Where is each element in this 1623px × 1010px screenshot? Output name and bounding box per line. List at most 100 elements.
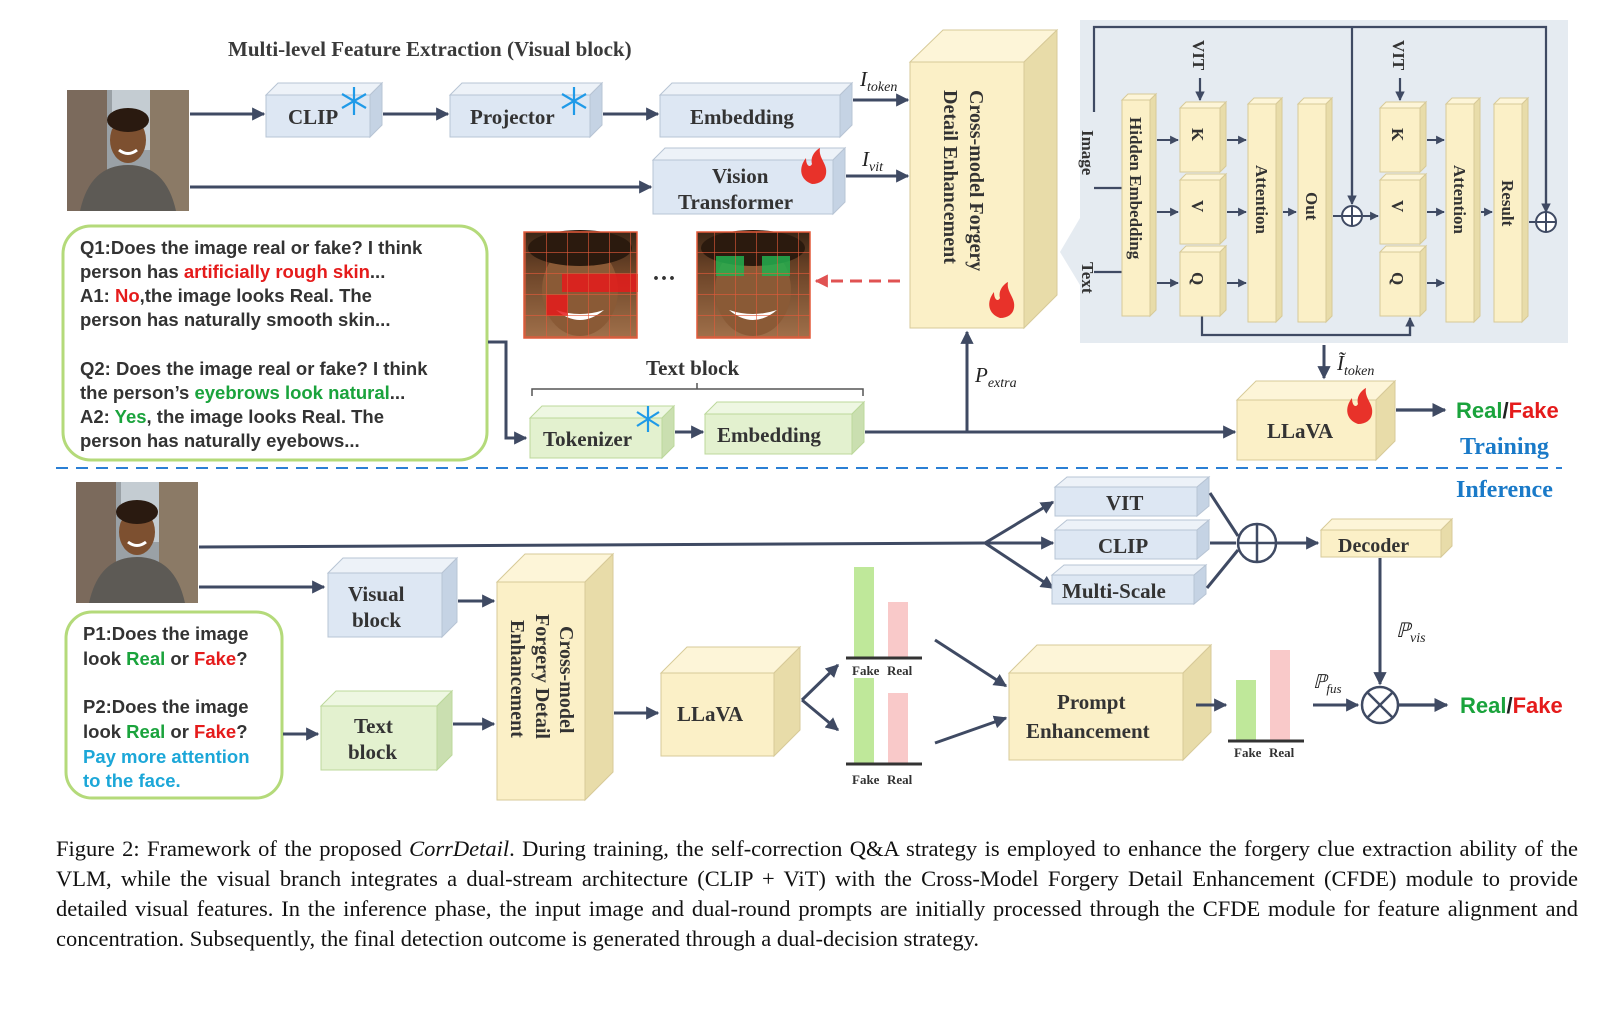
v-label: V [1388,200,1407,213]
bar-label-fake: Fake [852,663,880,678]
tokenizer-box: Tokenizer [528,404,676,460]
output-real-fake-top: Real/Fake [1456,398,1559,423]
cfde-line2: Detail Enhancement [939,90,961,264]
llava-box-bottom: LLaVA [659,645,802,758]
cfde-block-bottom: Cross-model Forgery Detail Enhancement [495,552,615,802]
prompt-enh-label-1: Prompt [1057,690,1125,714]
hidden-embedding-label: Hidden Embedding [1126,117,1145,260]
prompts-box [64,610,284,800]
clip-label: CLIP [288,105,338,129]
multiscale-label: Multi-Scale [1062,579,1166,603]
qa-box [61,224,489,462]
text-block-label-2: block [348,740,397,764]
bar-fake [854,678,874,763]
q1-line1: Q1:Does the image real or fake? I think [80,237,423,258]
output-real-fake-bottom: Real/Fake [1460,693,1563,718]
image-input-label: Image [1078,130,1097,176]
k-label: K [1388,128,1407,142]
inference-label: Inference [1456,477,1553,503]
framework-diagram: Multi-level Feature Extraction (Visual b… [56,20,1568,802]
decoder-box: Decoder [1319,517,1454,559]
bar-real [1270,650,1290,740]
snowflake-icon [561,87,587,115]
flame-icon [989,282,1015,318]
attention-label-left: Attention [1252,165,1271,234]
embedding-box-visual: Embedding [658,81,854,139]
a1-line2: person has naturally smooth skin... [80,309,390,330]
cfde-b-line3: Enhancement [506,620,528,738]
text-block-label-1: Text [354,714,393,738]
p2-line1: P2:Does the image [83,696,249,717]
flame-icon [801,148,827,184]
figure-caption: Figure 2: Framework of the proposed Corr… [56,834,1578,954]
ellipsis: ··· [652,266,676,292]
attention-panel: Image Text Hidden Embedding VIT VIT K V … [1060,20,1568,343]
bar-labels: Fake Real Fake Real Fake Real [852,663,1295,787]
out-label: Out [1302,192,1321,221]
p1-line1: P1:Does the image [83,623,249,644]
decoder-label: Decoder [1338,535,1409,557]
bar-real [888,693,908,763]
bar-label-fake: Fake [1234,745,1262,760]
bar-fake [854,567,874,657]
transformer-label: Transformer [678,190,793,214]
mfe-title: Multi-level Feature Extraction (Visual b… [228,37,632,61]
p1-line2: look Real or Fake? [83,648,248,669]
visual-block-box: Visual block [326,556,459,639]
training-label: Training [1460,434,1549,460]
embedding-label-text: Embedding [717,423,821,447]
caption-prefix: Figure 2: Framework of the proposed [56,836,410,861]
q2-line2: the person’s eyebrows look natural... [80,382,405,403]
prompt-enhancement-box: Prompt Enhancement [1007,643,1213,762]
v-label: V [1188,200,1207,213]
i-token-label: Itoken [859,67,897,95]
bar-label-real: Real [887,772,913,787]
projector-label: Projector [470,105,555,129]
clip-box-inference: CLIP [1053,518,1211,561]
multiscale-box: Multi-Scale [1050,563,1208,606]
embedding-box-text: Embedding [703,400,866,456]
vit-box-inference: VIT [1053,475,1211,518]
vision-label: Vision [712,164,769,188]
a2-line2: person has naturally eyebows... [80,430,360,451]
cfde-block-top: Cross-model Forgery Detail Enhancement [908,28,1059,330]
p-extra-label: Pextra [974,363,1017,391]
vision-transformer-box: Vision Transformer [651,146,847,216]
p2-line2: look Real or Fake? [83,721,248,742]
kvq-left: K V Q [1178,100,1228,318]
tokenizer-label: Tokenizer [543,427,632,451]
k-label: K [1188,128,1207,142]
text-input-label: Text [1078,262,1097,294]
i-vit-label: Ivit [861,147,884,175]
visual-block-label-2: block [352,608,401,632]
input-photo-bottom [76,482,198,603]
llava-label-top: LLaVA [1267,419,1334,443]
llava-label-bottom: LLaVA [677,702,744,726]
flame-icon [1347,388,1373,424]
p-fus-label: ℙfus [1313,672,1342,696]
clip-box: CLIP [264,81,384,139]
result-label: Result [1498,180,1517,227]
face-grid-2 [696,230,811,339]
vit-label-inference: VIT [1106,491,1143,515]
bar-label-real: Real [887,663,913,678]
input-photo-top [67,90,189,211]
a2-line1: A2: Yes, the image looks Real. The [80,406,384,427]
projector-box: Projector [448,81,604,139]
caption-body: . During training, the self-correction Q… [56,836,1578,951]
caption-model-name: CorrDetail [409,836,510,861]
cfde-b-line1: Cross-model [555,626,577,734]
text-block-title: Text block [646,356,739,380]
face-grid-1 [523,230,638,339]
p2-line4: to the face. [83,770,181,791]
kvq-right: K V Q [1378,100,1428,318]
vit-label-left: VIT [1189,40,1208,71]
probability-bars [846,567,1304,766]
a1-line1: A1: No,the image looks Real. The [80,285,372,306]
clip-label-inference: CLIP [1098,534,1148,558]
prompt-enh-label-2: Enhancement [1026,719,1150,743]
q2-line1: Q2: Does the image real or fake? I think [80,358,428,379]
p-vis-label: ℙvis [1396,620,1426,646]
q1-line2: person has artificially rough skin... [80,261,385,282]
text-block-box: Text block [319,689,454,772]
